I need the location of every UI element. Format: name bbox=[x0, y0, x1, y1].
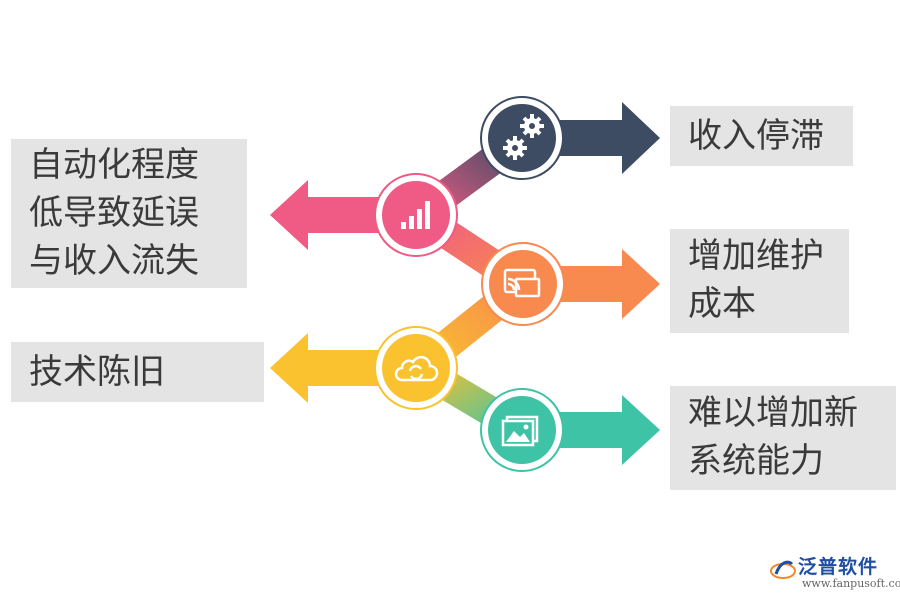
label-hard-new-system: 难以增加新 系统能力 bbox=[670, 386, 896, 490]
arrow-left-chart bbox=[270, 180, 400, 250]
arrow-right-screen bbox=[540, 249, 660, 319]
logo-mark-icon bbox=[770, 560, 796, 579]
label-tech-outdated: 技术陈旧 bbox=[11, 342, 264, 402]
node-chart bbox=[374, 173, 458, 257]
label-stagnant-income: 收入停滞 bbox=[670, 106, 853, 166]
node-gears bbox=[480, 96, 564, 180]
node-image bbox=[480, 388, 564, 472]
arrow-right-image bbox=[540, 395, 660, 465]
arrow-right-gears bbox=[540, 102, 660, 174]
label-maintenance-cost: 增加维护 成本 bbox=[670, 229, 849, 333]
screen-cast-icon bbox=[503, 268, 541, 298]
node-screen bbox=[481, 242, 565, 326]
bar-chart-icon bbox=[401, 201, 430, 229]
gears-icon bbox=[503, 114, 544, 160]
label-automation-low: 自动化程度 低导致延误 与收入流失 bbox=[11, 139, 247, 288]
image-gallery-icon bbox=[501, 415, 539, 447]
logo-name: 泛普软件 bbox=[798, 556, 879, 578]
cloud-sync-icon bbox=[394, 355, 439, 382]
logo-url: www.fanpusoft.com bbox=[802, 577, 900, 590]
brand-logo: 泛普软件 www.fanpusoft.com bbox=[770, 552, 900, 592]
node-cloud bbox=[374, 326, 458, 410]
arrow-left-cloud bbox=[270, 333, 400, 403]
